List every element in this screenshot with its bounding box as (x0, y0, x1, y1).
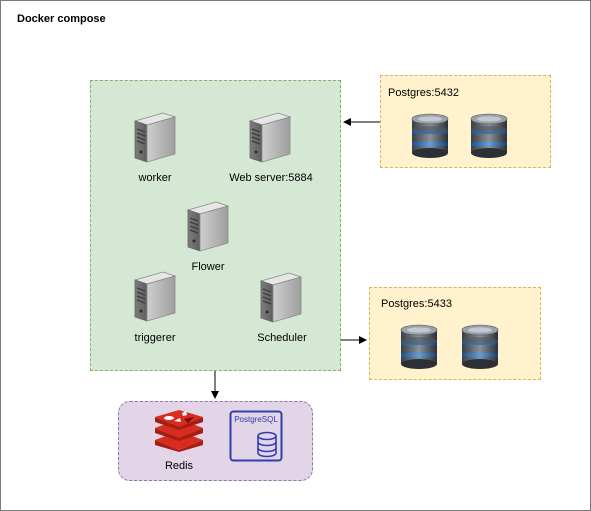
redis-label: Redis (164, 460, 194, 472)
flower-label: Flower (191, 261, 225, 273)
postgresql-logo-icon: PostgreSQL (229, 410, 283, 462)
postgres-5433-group (369, 287, 541, 380)
scheduler-label: Scheduler (257, 332, 307, 344)
diagram-title: Docker compose (17, 13, 106, 25)
airflow-services-group (90, 80, 341, 371)
postgres-5433-label: Postgres:5433 (381, 298, 452, 310)
postgresql-logo-text: PostgreSQL (234, 415, 278, 424)
postgres-5432-label: Postgres:5432 (388, 87, 459, 99)
postgres-5432-group (380, 75, 551, 168)
worker-label: worker (138, 172, 172, 184)
triggerer-label: triggerer (134, 332, 176, 344)
redis-icon (155, 410, 203, 452)
webserver-label: Web server:5884 (229, 172, 313, 184)
